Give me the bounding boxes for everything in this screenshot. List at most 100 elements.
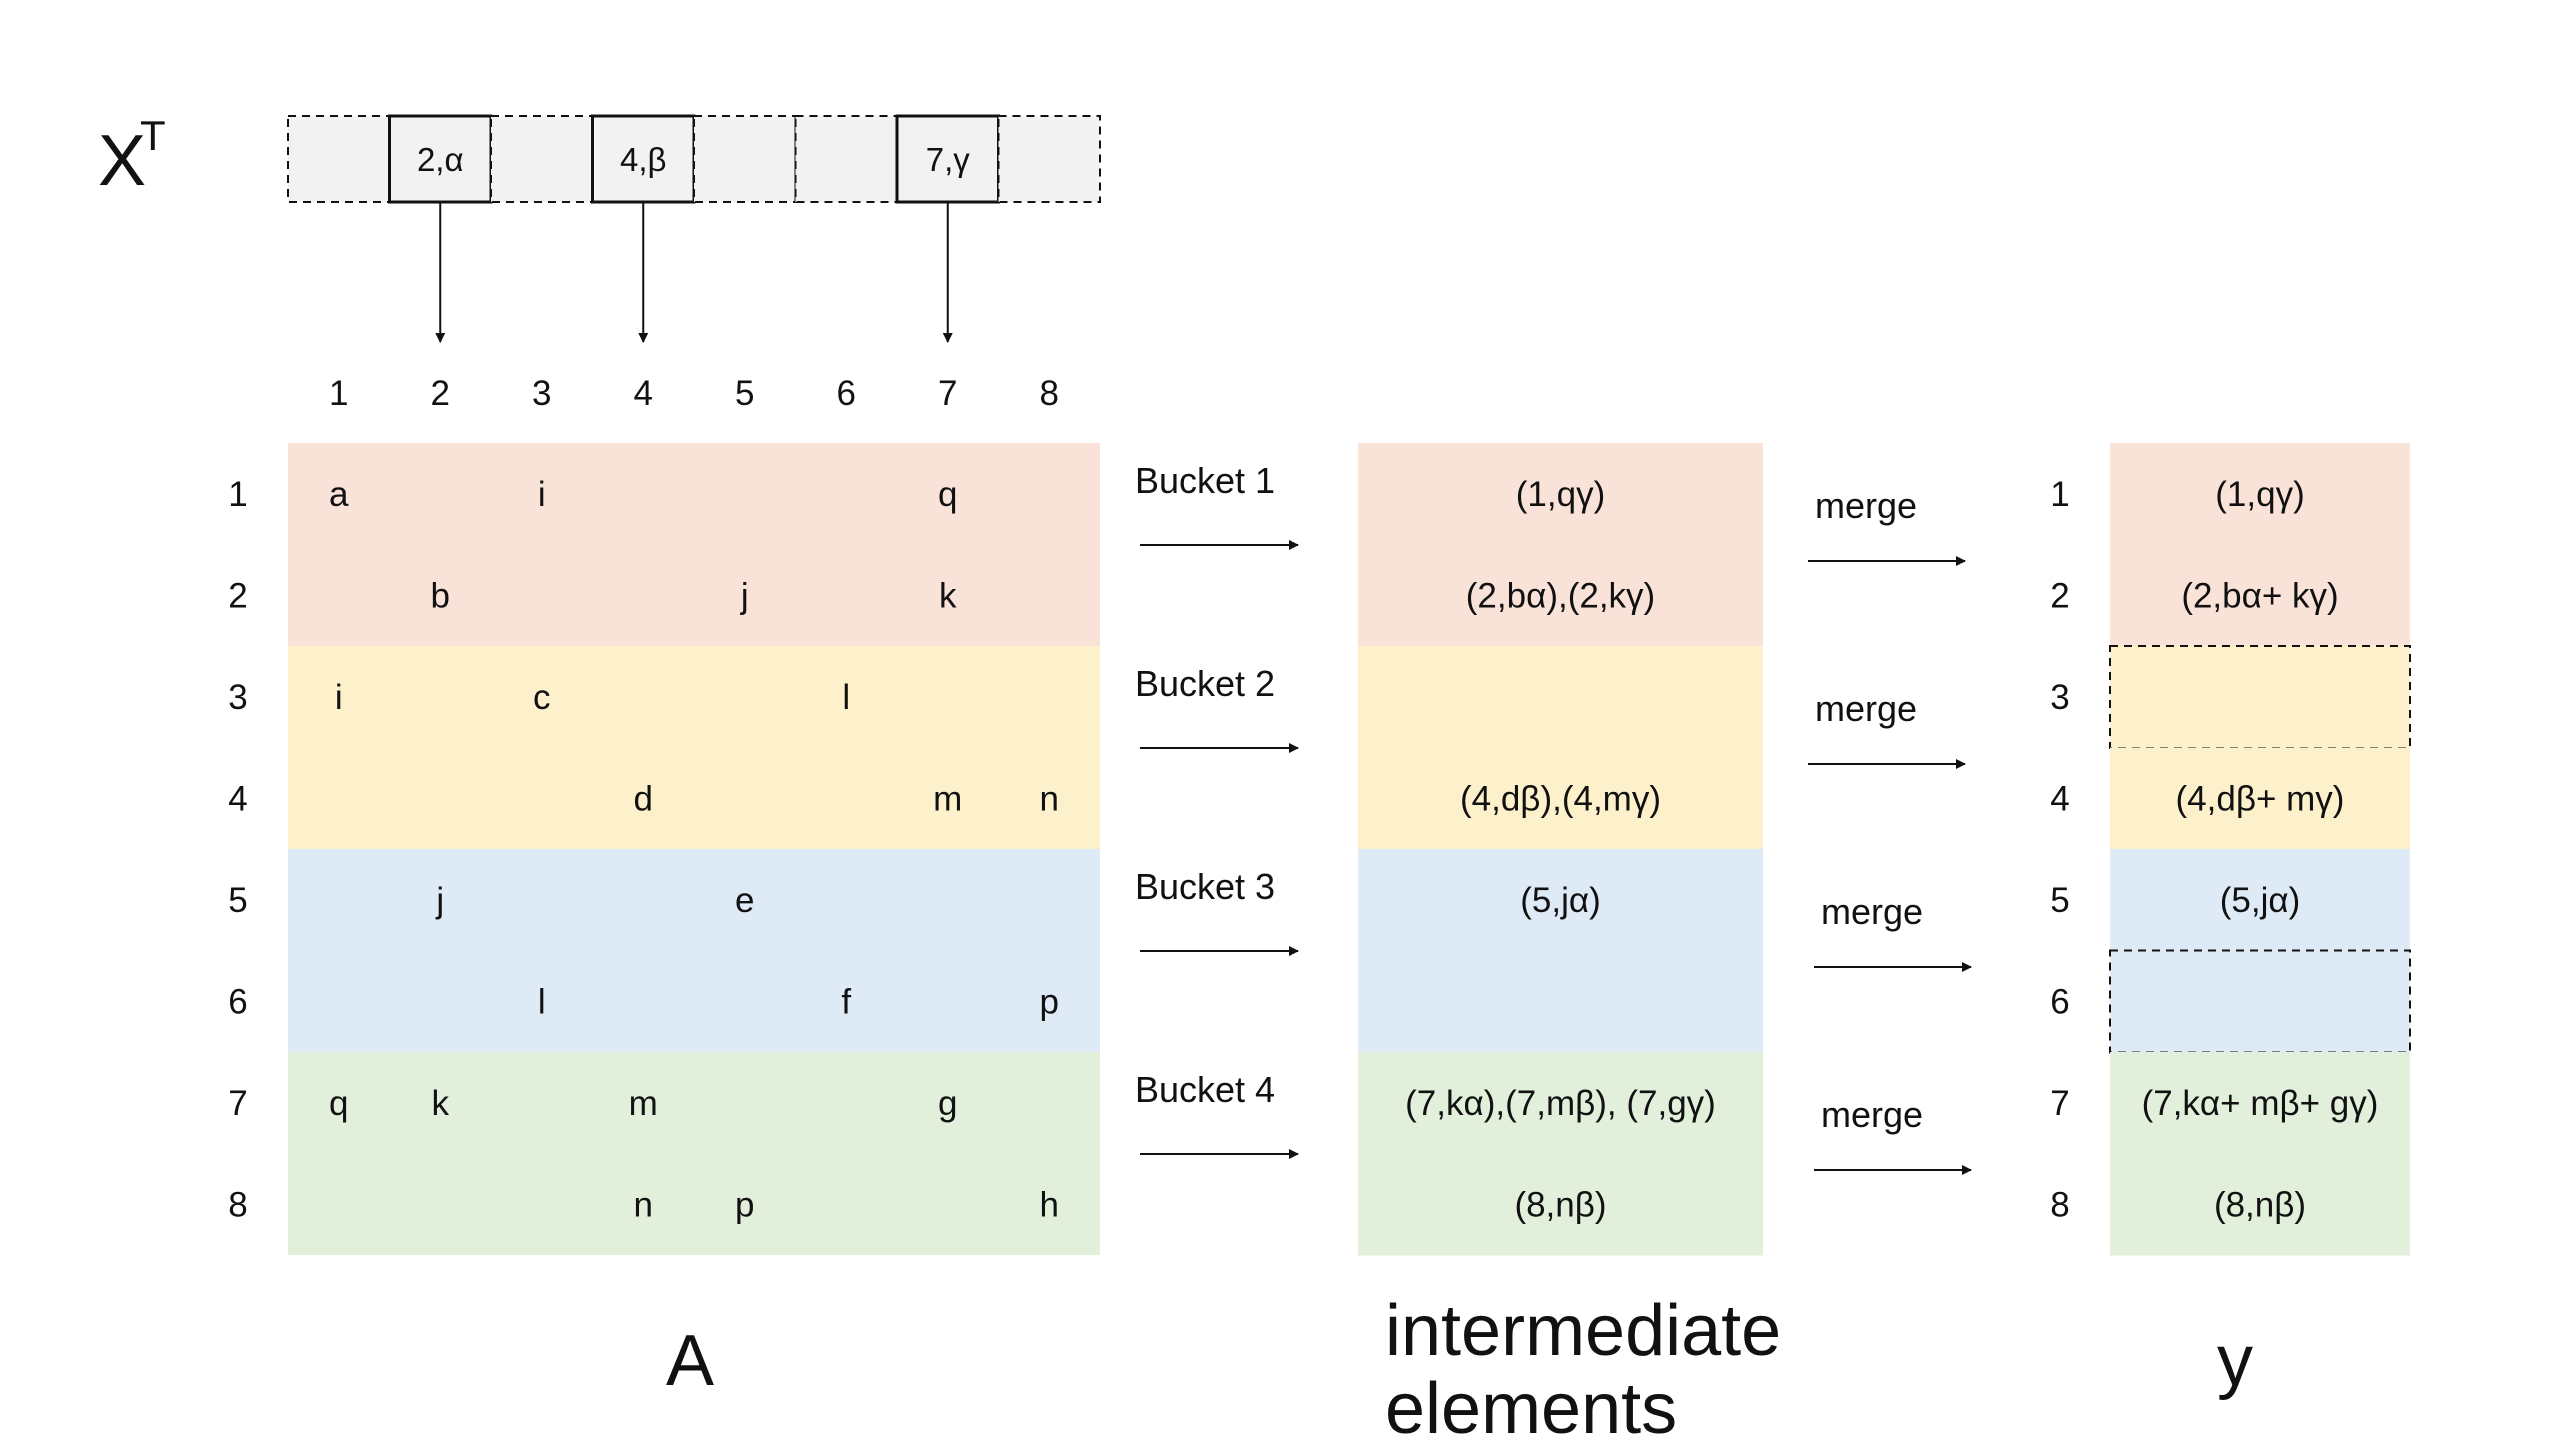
row-index: 3 [2050, 678, 2069, 717]
y-value: (2,bα+ kγ) [2181, 576, 2338, 615]
xt-label: X T [98, 112, 166, 201]
row-index: 4 [2050, 779, 2069, 818]
matrix-cell: b [431, 576, 450, 615]
row-index: 1 [2050, 475, 2069, 514]
xt-superscript: T [140, 112, 166, 159]
xt-slot [287, 115, 391, 203]
matrix-band [288, 443, 1100, 646]
matrix-cell: l [842, 678, 850, 717]
intermediate-column: (1,qγ)(2,bα),(2,kγ)(4,dβ),(4,mγ)(5,jα)(7… [1358, 443, 1763, 1256]
row-index: 7 [228, 1084, 247, 1123]
matrix-cell: p [735, 1185, 754, 1224]
matrix-cell: q [329, 1084, 348, 1123]
row-index: 3 [228, 678, 247, 717]
intermediate-cell [1358, 646, 1763, 748]
matrix-cell: k [939, 576, 957, 615]
xt-slot [591, 114, 696, 204]
xt-slot [794, 115, 898, 203]
y-value: (4,dβ+ mγ) [2176, 779, 2345, 818]
y-cell [2109, 645, 2411, 749]
matrix-cell: m [933, 779, 962, 818]
matrix-cell: q [938, 475, 957, 514]
intermediate-cell [1358, 443, 1763, 545]
row-index: 6 [2050, 982, 2069, 1021]
y-cell [2109, 949, 2411, 1054]
row-index: 4 [228, 779, 247, 818]
intermediate-value: (2,bα),(2,kγ) [1466, 576, 1655, 615]
matrix-cell: e [735, 881, 754, 920]
intermediate-cell [1358, 1052, 1763, 1154]
row-indices-a: 1 2 3 4 5 6 7 8 [228, 475, 247, 1225]
matrix-cell: f [841, 982, 851, 1021]
row-index: 8 [228, 1185, 247, 1224]
column-index: 7 [938, 374, 957, 413]
intermediate-cell [1358, 950, 1763, 1053]
matrix-cell: p [1040, 982, 1059, 1021]
matrix-cell: l [538, 982, 546, 1021]
y-value: (8,nβ) [2214, 1185, 2306, 1224]
column-index: 5 [735, 374, 754, 413]
intermediate-cell [1358, 544, 1763, 647]
y-cell [2110, 747, 2410, 850]
intermediate-cell [1358, 849, 1763, 951]
matrix-a-caption: A [666, 1321, 714, 1401]
y-cell [2110, 1052, 2410, 1154]
y-caption: y [2217, 1321, 2253, 1401]
matrix-cell: j [435, 881, 444, 920]
matrix-cell: c [533, 678, 551, 717]
intermediate-value: (4,dβ),(4,mγ) [1460, 779, 1661, 818]
y-cell [2110, 443, 2410, 545]
matrix-band [288, 849, 1100, 1052]
bucket-label: Bucket 1 [1135, 460, 1275, 501]
matrix-cell: j [740, 576, 749, 615]
xt-slot-label: 2,α [417, 141, 464, 178]
row-index: 7 [2050, 1084, 2069, 1123]
column-index: 2 [431, 374, 450, 413]
bucket-label: Bucket 4 [1135, 1069, 1275, 1110]
matrix-cell: d [634, 779, 653, 818]
y-cell [2110, 544, 2410, 647]
matrix-cell: h [1040, 1185, 1059, 1224]
row-index: 1 [228, 475, 247, 514]
y-value: (7,kα+ mβ+ gγ) [2142, 1084, 2379, 1123]
matrix-band [288, 646, 1100, 849]
y-value: (1,qγ) [2215, 475, 2304, 514]
intermediate-caption-line1: intermediate [1385, 1291, 1781, 1371]
xt-slot [997, 115, 1101, 203]
intermediate-value: (8,nβ) [1514, 1185, 1606, 1224]
column-index: 3 [532, 374, 551, 413]
column-index: 8 [1040, 374, 1059, 413]
matrix-cell: k [432, 1084, 450, 1123]
xt-slot [388, 114, 493, 204]
column-index: 1 [329, 374, 348, 413]
matrix-cell: n [1040, 779, 1059, 818]
y-value: (5,jα) [2220, 881, 2301, 920]
intermediate-cell [1358, 1153, 1763, 1256]
bucket-label: Bucket 2 [1135, 663, 1275, 704]
merge-label: merge [1815, 688, 1917, 729]
row-index: 6 [228, 982, 247, 1021]
row-index: 5 [228, 881, 247, 920]
column-index: 4 [634, 374, 653, 413]
row-index: 8 [2050, 1185, 2069, 1224]
merge-label: merge [1821, 1094, 1923, 1135]
intermediate-value: (1,qγ) [1516, 475, 1605, 514]
xt-slot [693, 115, 797, 203]
row-index: 5 [2050, 881, 2069, 920]
intermediate-value: (5,jα) [1520, 881, 1601, 920]
column-indices: 1 2 3 4 5 6 7 8 [329, 374, 1059, 413]
row-index: 2 [228, 576, 247, 615]
matrix-cell: i [335, 678, 343, 717]
xt-slot-label: 4,β [620, 141, 667, 178]
matrix-band [288, 1052, 1100, 1255]
xt-arrows [435, 202, 953, 343]
column-index: 6 [837, 374, 856, 413]
matrix-cell: a [329, 475, 349, 514]
merge-label: merge [1821, 891, 1923, 932]
